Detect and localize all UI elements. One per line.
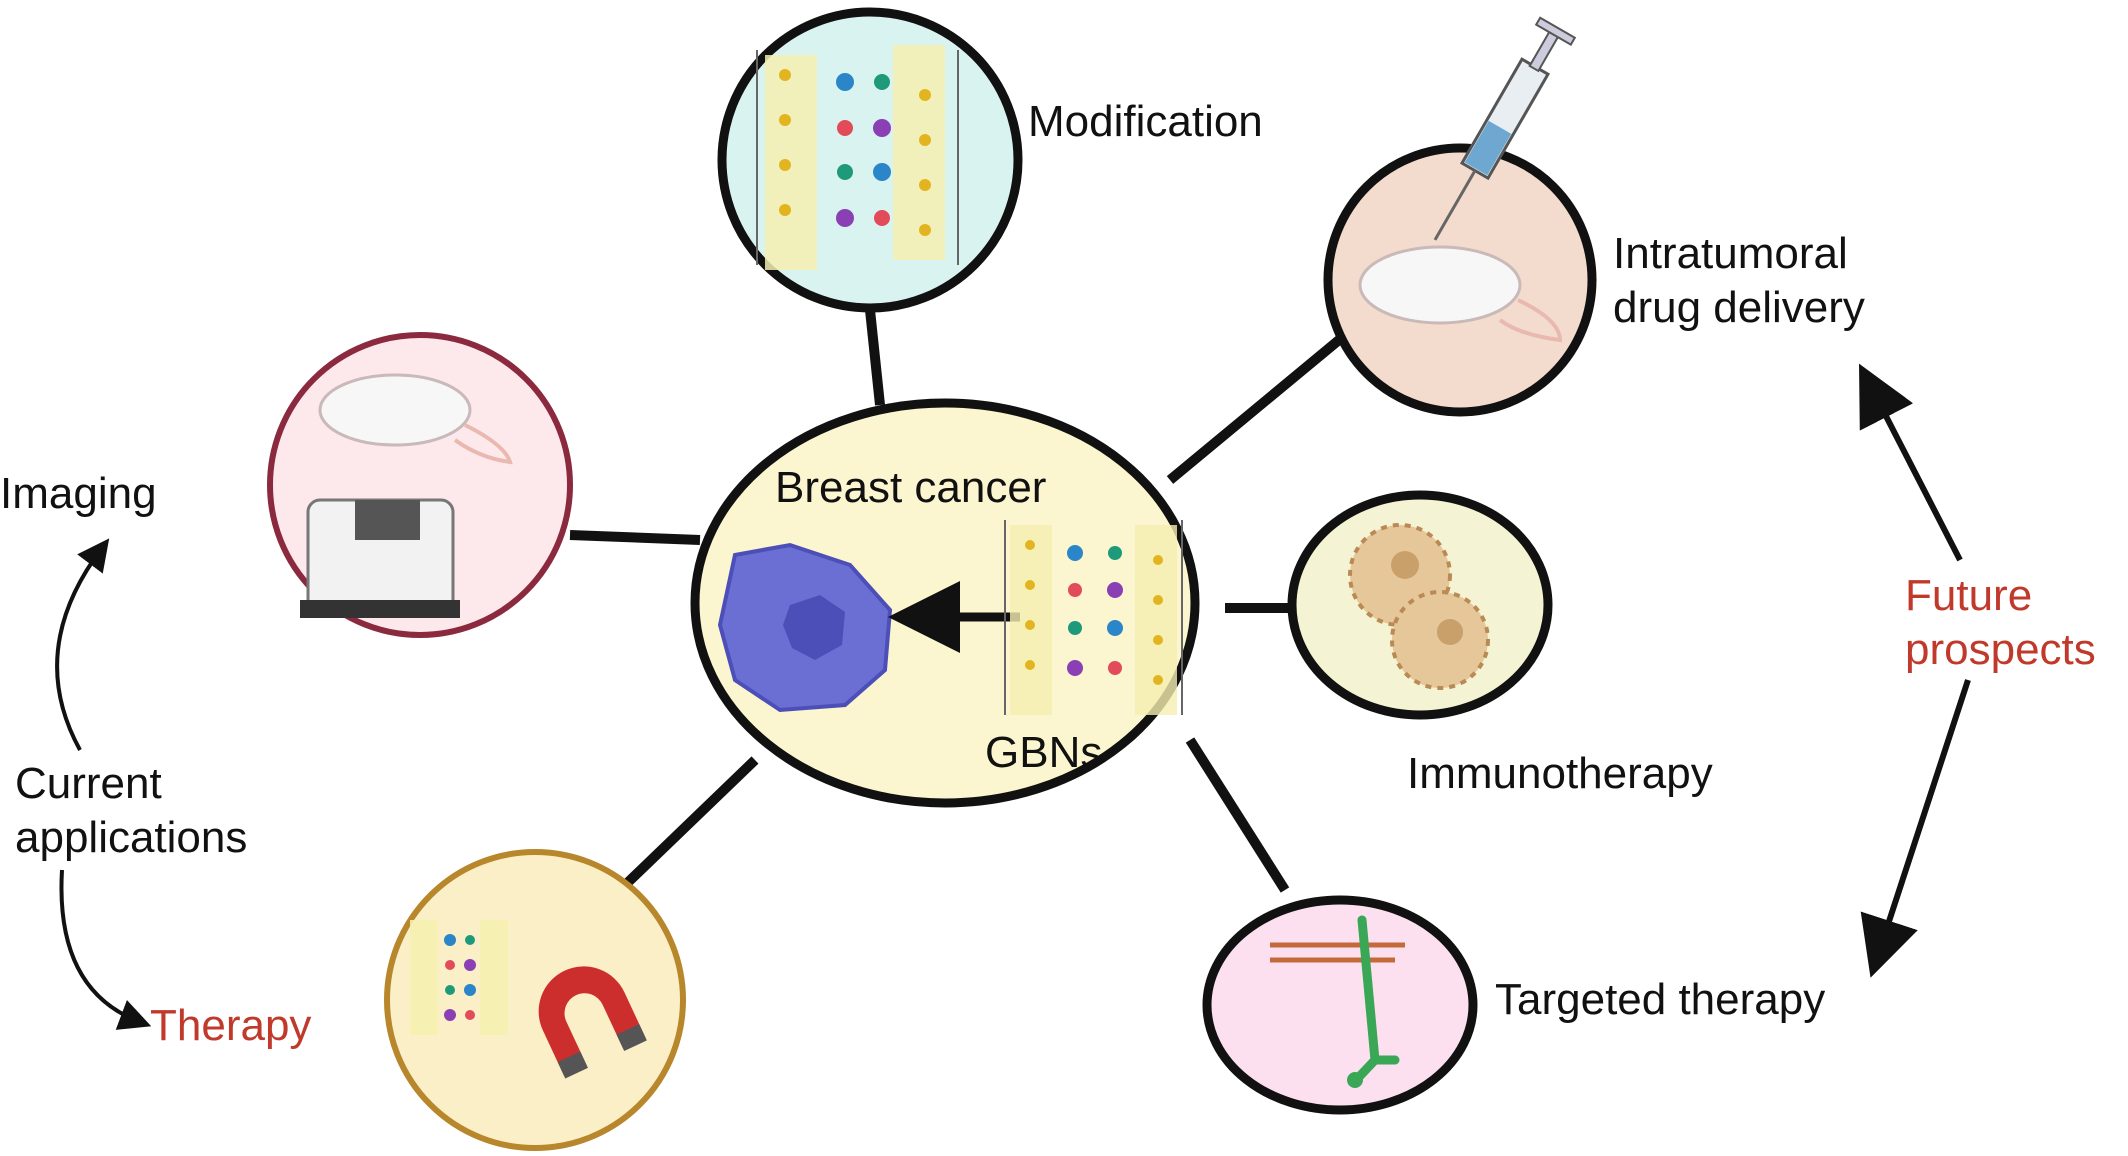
imaging-node: [267, 332, 573, 638]
label-intratumoral-line2: drug delivery: [1613, 283, 1865, 332]
arrow-future-down: [1860, 679, 1971, 978]
future-prospects-arrows: [1859, 363, 1971, 978]
dna-nanostructure-icon: [1004, 520, 1183, 715]
center-node: [690, 398, 1200, 808]
dna-nanostructure-icon: [410, 920, 508, 1035]
connector-lines: [569, 309, 1349, 894]
connector-modification: [865, 309, 885, 406]
immune-cell-icon: [1348, 523, 1490, 690]
syringe-icon: [1433, 16, 1577, 241]
mouse-icon: [318, 373, 472, 447]
label-targeted-therapy: Targeted therapy: [1495, 975, 1826, 1024]
connector-imaging: [569, 530, 701, 545]
center-sublabel: GBNs: [985, 728, 1103, 777]
label-future-line1: Future: [1905, 571, 2033, 620]
label-current-line1: Current: [15, 759, 162, 808]
dna-nanostructure-icon: [756, 45, 959, 270]
arrow-future-up: [1859, 363, 1963, 562]
connector-intratumoral: [1166, 331, 1349, 484]
center-title: Breast cancer: [775, 463, 1047, 512]
label-modification: Modification: [1028, 97, 1263, 146]
label-imaging: Imaging: [0, 469, 157, 518]
intratumoral-node: [1323, 16, 1597, 417]
label-current-line2: applications: [15, 813, 248, 862]
mouse-icon: [1358, 245, 1522, 325]
arrow-current-down: [59, 869, 152, 1030]
arrow-current-up: [55, 538, 110, 751]
current-applications-arrows: [55, 538, 152, 1030]
immunotherapy-node: [1287, 490, 1553, 720]
label-intratumoral-line1: Intratumoral: [1613, 229, 1848, 278]
targeted-therapy-node: [1202, 895, 1478, 1115]
label-future-line2: prospects: [1905, 625, 2096, 674]
label-therapy: Therapy: [150, 1001, 312, 1050]
modification-node: [717, 7, 1023, 313]
therapy-node: [384, 849, 686, 1151]
cell-nucleus-icon: [783, 595, 845, 660]
label-immunotherapy: Immunotherapy: [1407, 749, 1713, 798]
aptamer-icon: [1270, 915, 1405, 1088]
imaging-scanner-icon: [300, 498, 460, 618]
connector-therapy: [616, 756, 759, 894]
magnet-icon: [538, 966, 647, 1079]
connector-targeted: [1185, 737, 1290, 893]
